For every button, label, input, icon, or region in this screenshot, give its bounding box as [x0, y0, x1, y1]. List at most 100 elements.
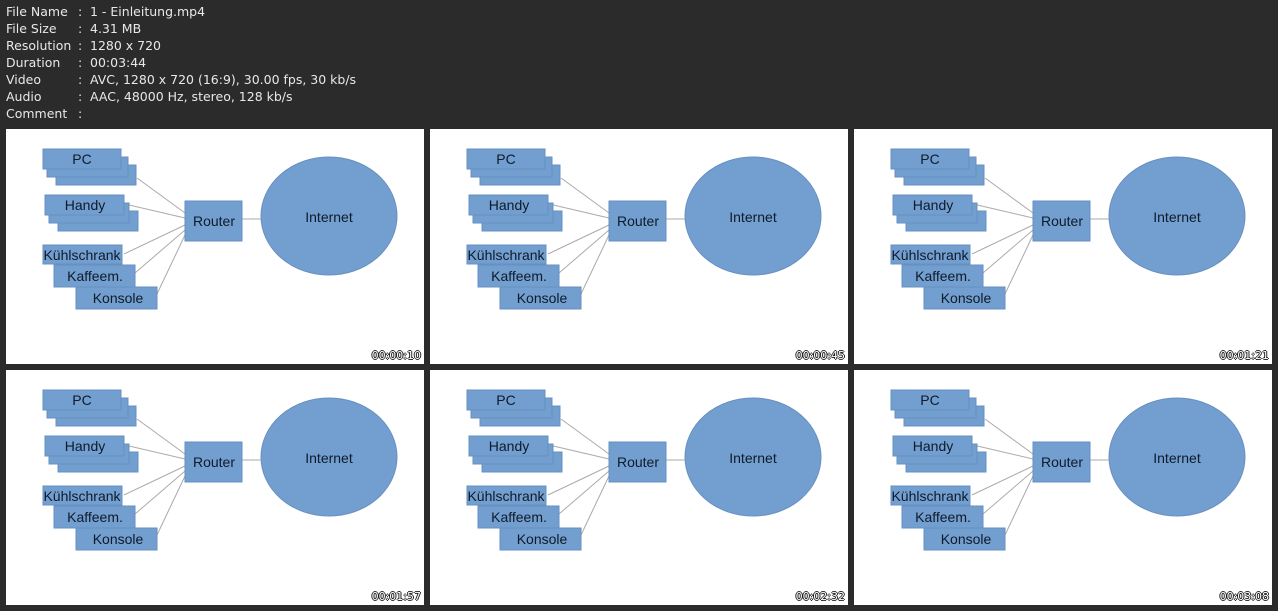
info-separator: :	[78, 38, 83, 53]
info-value: AAC, 48000 Hz, stereo, 128 kb/s	[90, 89, 293, 104]
pc-label: PC	[496, 392, 515, 408]
line-console	[1004, 234, 1034, 295]
connection-lines	[547, 418, 686, 536]
info-key: Comment	[6, 106, 68, 121]
handy-label: Handy	[489, 197, 529, 213]
fridge-label: Kühlschrank	[891, 247, 969, 263]
handy-box	[892, 435, 973, 457]
info-value: 1280 x 720	[90, 38, 162, 53]
handy-box	[44, 194, 125, 216]
info-row: Resolution:1280 x 720	[6, 37, 356, 54]
pc-box	[466, 389, 546, 411]
network-diagram: PC Handy Kühlschrank Kaffeem. Konsole Ro…	[42, 148, 398, 310]
router-box	[1032, 200, 1091, 242]
console-label: Konsole	[93, 531, 144, 547]
coffee-label: Kaffeem.	[491, 509, 547, 525]
internet-label: Internet	[729, 209, 777, 225]
handy-box	[468, 435, 549, 457]
pc-label: PC	[920, 151, 939, 167]
video-thumbnail[interactable]: PC Handy Kühlschrank Kaffeem. Konsole Ro…	[854, 129, 1272, 364]
internet-label: Internet	[305, 450, 353, 466]
line-handy	[548, 203, 610, 219]
handy-box	[892, 194, 973, 216]
handy-label: Handy	[65, 197, 105, 213]
console-box	[75, 286, 158, 310]
internet-ellipse	[684, 156, 822, 276]
handy-box	[44, 435, 125, 457]
console-label: Konsole	[517, 290, 568, 306]
pc-box	[42, 148, 122, 170]
connection-lines	[547, 177, 686, 295]
internet-ellipse	[1108, 156, 1246, 276]
fridge-box	[466, 485, 547, 506]
console-label: Konsole	[93, 290, 144, 306]
router-box	[184, 200, 243, 242]
internet-ellipse	[260, 156, 398, 276]
line-handy	[124, 444, 186, 460]
line-handy	[972, 203, 1034, 219]
pc-label: PC	[496, 151, 515, 167]
coffee-label: Kaffeem.	[915, 268, 971, 284]
fridge-box	[890, 244, 971, 265]
internet-ellipse	[260, 397, 398, 517]
line-handy	[124, 203, 186, 219]
line-coffee	[558, 229, 610, 274]
fridge-box	[42, 485, 123, 506]
line-coffee	[558, 470, 610, 515]
video-thumbnail[interactable]: PC Handy Kühlschrank Kaffeem. Konsole Ro…	[854, 370, 1272, 605]
line-console	[156, 475, 186, 536]
info-separator: :	[78, 55, 83, 70]
internet-ellipse	[1108, 397, 1246, 517]
fridge-label: Kühlschrank	[43, 488, 121, 504]
network-diagram: PC Handy Kühlschrank Kaffeem. Konsole Ro…	[890, 148, 1246, 310]
pc-label: PC	[72, 392, 91, 408]
info-separator: :	[78, 106, 83, 121]
coffee-label: Kaffeem.	[915, 509, 971, 525]
video-thumbnail[interactable]: PC Handy Kühlschrank Kaffeem. Konsole Ro…	[430, 129, 848, 364]
info-key: File Size	[6, 21, 57, 36]
router-label: Router	[1041, 213, 1083, 229]
video-thumbnail[interactable]: PC Handy Kühlschrank Kaffeem. Konsole Ro…	[6, 129, 424, 364]
line-fridge	[123, 224, 186, 255]
connection-lines	[123, 177, 262, 295]
line-pc	[136, 177, 186, 214]
router-box	[608, 441, 667, 483]
console-box	[923, 527, 1006, 551]
line-coffee	[982, 470, 1034, 515]
router-label: Router	[193, 213, 235, 229]
timestamp: 00:01:21	[1219, 349, 1269, 362]
pc-box	[466, 148, 546, 170]
router-box	[608, 200, 667, 242]
handy-label: Handy	[489, 438, 529, 454]
line-console	[1004, 475, 1034, 536]
coffee-label: Kaffeem.	[67, 509, 123, 525]
info-key: File Name	[6, 4, 68, 19]
line-fridge	[123, 465, 186, 496]
timestamp: 00:01:57	[371, 590, 421, 603]
line-pc	[984, 418, 1034, 455]
info-key: Audio	[6, 89, 42, 104]
internet-ellipse	[684, 397, 822, 517]
console-box	[75, 527, 158, 551]
line-console	[156, 234, 186, 295]
timestamp: 00:00:10	[371, 349, 421, 362]
router-label: Router	[617, 454, 659, 470]
internet-label: Internet	[1153, 450, 1201, 466]
line-coffee	[982, 229, 1034, 274]
line-coffee	[134, 470, 186, 515]
line-fridge	[547, 465, 610, 496]
timestamp: 00:03:08	[1219, 590, 1269, 603]
video-thumbnail[interactable]: PC Handy Kühlschrank Kaffeem. Konsole Ro…	[430, 370, 848, 605]
router-box	[184, 441, 243, 483]
info-row: Comment:	[6, 105, 356, 122]
internet-label: Internet	[1153, 209, 1201, 225]
timestamp: 00:02:32	[795, 590, 845, 603]
console-box	[923, 286, 1006, 310]
info-value: AVC, 1280 x 720 (16:9), 30.00 fps, 30 kb…	[90, 72, 357, 87]
fridge-box	[466, 244, 547, 265]
video-thumbnail[interactable]: PC Handy Kühlschrank Kaffeem. Konsole Ro…	[6, 370, 424, 605]
fridge-box	[890, 485, 971, 506]
coffee-label: Kaffeem.	[491, 268, 547, 284]
line-fridge	[547, 224, 610, 255]
info-value: 00:03:44	[90, 55, 147, 70]
